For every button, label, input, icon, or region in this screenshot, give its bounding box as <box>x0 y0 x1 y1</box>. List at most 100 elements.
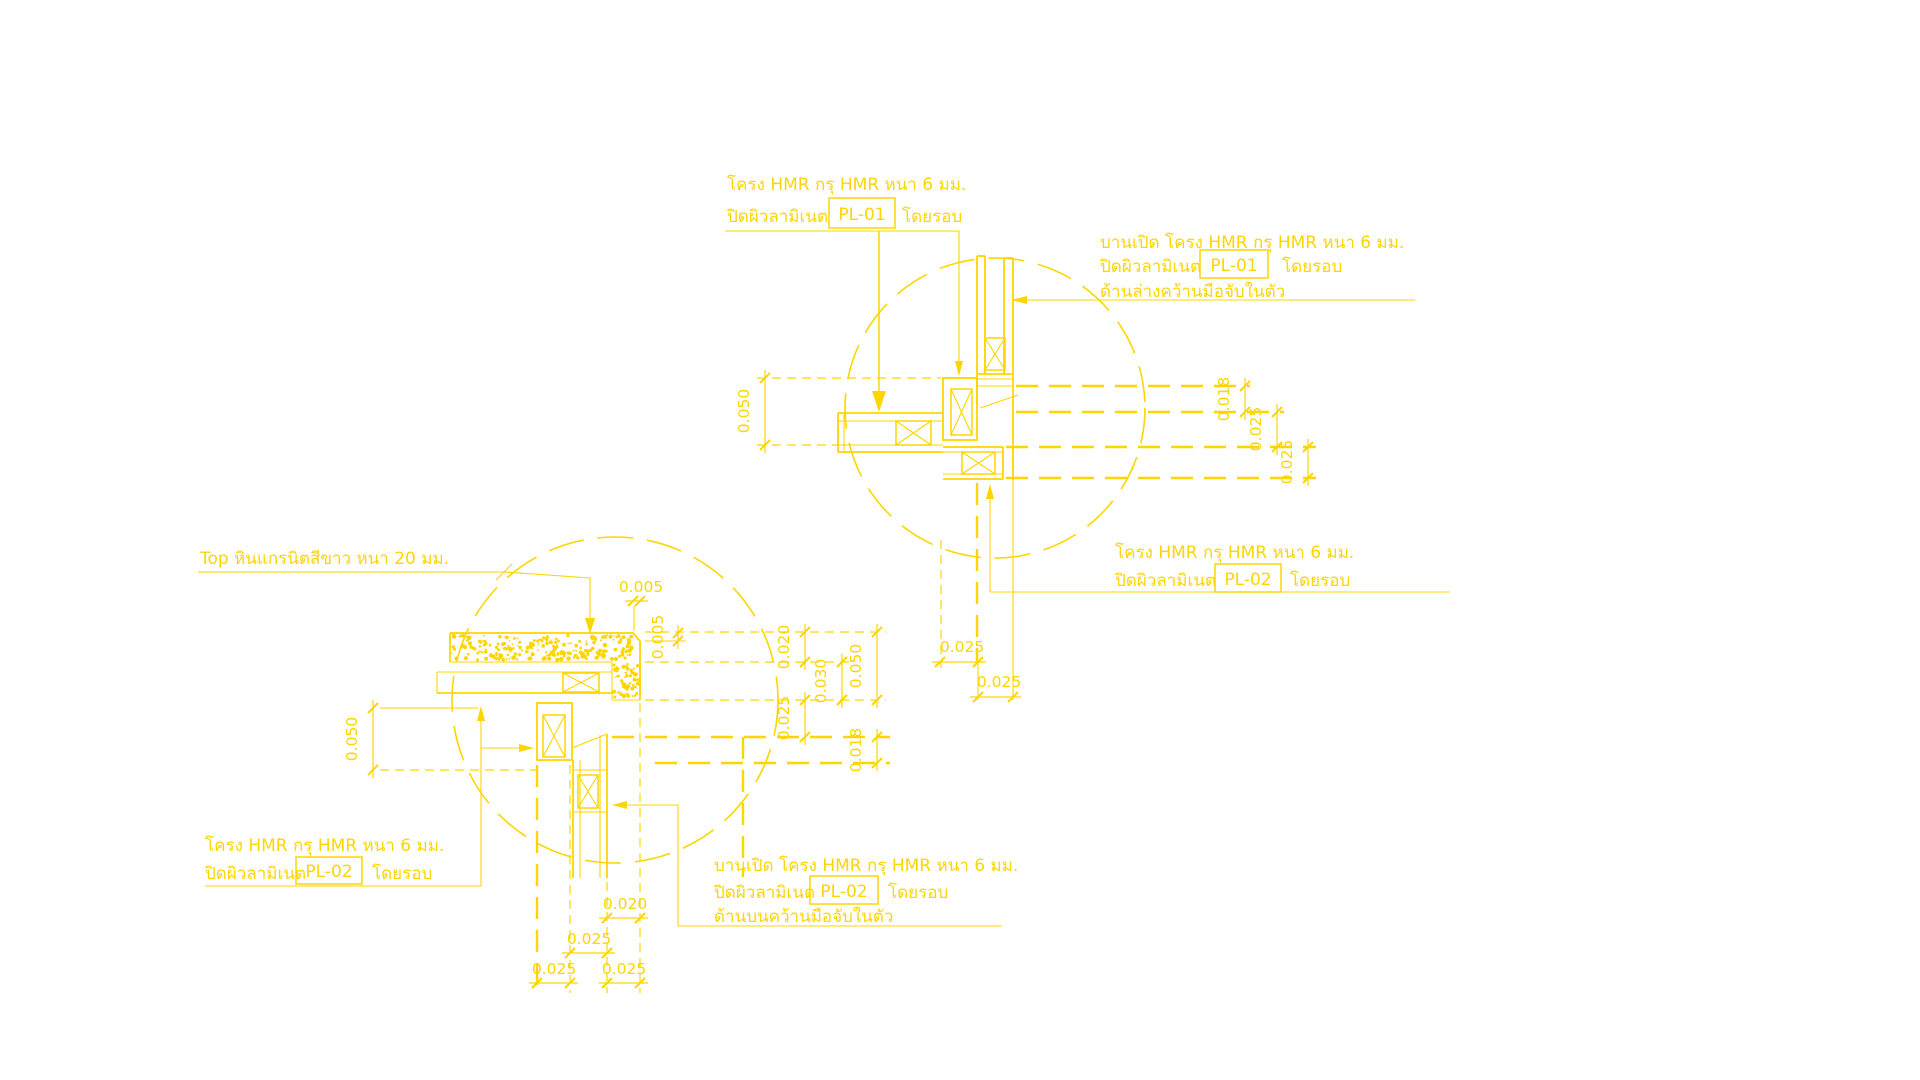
annotation-text: โดยรอบ <box>1290 570 1350 591</box>
annotation-text: บานเปิด โครง HMR กรุ HMR หนา 6 มม. <box>714 855 1018 876</box>
finish-tag: PL-01 <box>838 205 885 225</box>
x-blocking <box>542 714 566 758</box>
dimension-value: 0.005 <box>619 578 663 596</box>
dimension-tick <box>1007 691 1019 703</box>
leader-line <box>612 801 1002 927</box>
arrowhead-left <box>1011 296 1027 304</box>
leader-line <box>725 230 963 412</box>
x-blocking <box>984 337 1006 371</box>
dimension-value: 0.025 <box>977 673 1021 691</box>
x-blocking <box>950 388 973 436</box>
dimension-tick <box>871 626 883 638</box>
dimension-tick <box>759 439 771 451</box>
dimension-tick <box>601 977 613 989</box>
dimension-tick <box>799 626 811 638</box>
dimension-tick <box>799 694 811 706</box>
x-blocking <box>562 672 600 693</box>
finish-tag-box <box>828 197 896 229</box>
hidden-lines <box>380 606 890 993</box>
arrowhead-down <box>585 618 595 634</box>
detail-bottom <box>380 536 890 993</box>
dimension-tick <box>1271 441 1283 453</box>
dimension-value: 0.025 <box>567 930 611 948</box>
dimension-tick <box>871 694 883 706</box>
annotation-text: ปิดผิวลามิเนต <box>1114 571 1216 591</box>
dimension-tick <box>871 757 883 769</box>
annotation-text: Top หินแกรนิตสีขาว หนา 20 มม. <box>199 549 449 569</box>
annotation-granite-top: Top หินแกรนิตสีขาว หนา 20 มม. <box>198 549 595 634</box>
dimension-value: 0.030 <box>812 659 830 703</box>
detail-bubble-circle <box>451 536 779 864</box>
dimension-tick <box>564 947 576 959</box>
dimension-tick <box>934 656 946 668</box>
dimension-tick <box>367 764 379 776</box>
dimension-tick <box>1302 472 1314 484</box>
annotation-text: โครง HMR กรุ HMR หนา 6 มม. <box>205 835 444 856</box>
annotation-text: ปิดผิวลามิเนต <box>726 207 828 227</box>
dimension-value: 0.018 <box>1215 377 1233 421</box>
dimension-value: 0.025 <box>532 960 576 978</box>
x-blocking <box>577 774 599 809</box>
dimension-value: 0.025 <box>1278 440 1296 484</box>
hidden-lines <box>757 377 1316 700</box>
arrowhead-down <box>955 361 963 376</box>
dimension-tick <box>672 627 684 639</box>
dimension-tick <box>871 731 883 743</box>
dimension-value: 0.050 <box>735 389 753 433</box>
dimension-tick <box>672 635 684 647</box>
leader-line <box>205 706 534 887</box>
annotation-text: บานเปิด โครง HMR กรุ HMR หนา 6 มม. <box>1100 232 1404 253</box>
annotation-frame-top: โครง HMR กรุ HMR หนา 6 มม. ปิดผิวลามิเนต… <box>725 174 966 412</box>
blocking-section <box>536 702 573 761</box>
annotation-frame-bottom: โครง HMR กรุ HMR หนา 6 มม. ปิดผิวลามิเนต… <box>204 706 534 887</box>
door-panel-section <box>571 733 608 878</box>
dimension-tick <box>799 731 811 743</box>
arrowhead-down <box>872 391 886 412</box>
dimension-value: 0.025 <box>775 696 793 740</box>
dimension-value: 0.025 <box>602 960 646 978</box>
dimension-value: 0.005 <box>649 615 667 659</box>
dimension-tick <box>601 947 613 959</box>
leader-line <box>1011 296 1415 304</box>
annotation-text: โดยรอบ <box>1282 256 1342 277</box>
dimension-tick <box>799 656 811 668</box>
subtop-panel-section <box>436 671 612 694</box>
arrowhead-left <box>612 801 627 809</box>
x-blocking <box>961 451 996 475</box>
blocking-section <box>942 377 978 441</box>
finish-tag-box <box>1199 249 1269 279</box>
dimension-value: 0.018 <box>847 728 865 772</box>
arrowhead-right <box>519 744 534 752</box>
annotation-text: โดยรอบ <box>902 206 962 227</box>
finish-tag: PL-02 <box>820 882 867 902</box>
granite-top-section <box>449 632 641 701</box>
dimension-tick <box>836 656 848 668</box>
finish-tag-box <box>295 856 363 885</box>
arrowhead-up <box>986 484 994 499</box>
annotation-door-top: บานเปิด โครง HMR กรุ HMR หนา 6 มม. ปิดผิ… <box>1011 232 1415 304</box>
dimension-tick <box>1239 380 1251 392</box>
annotation-door-bottom: บานเปิด โครง HMR กรุ HMR หนา 6 มม. ปิดผิ… <box>612 801 1018 927</box>
annotation-text: ด้านล่างคว้านมือจับในตัว <box>1100 281 1285 302</box>
annotation-text: โครง HMR กรุ HMR หนา 6 มม. <box>727 174 966 195</box>
dimension-tick <box>634 912 646 924</box>
annotation-text: ปิดผิวลามิเนต <box>713 883 815 903</box>
annotation-text: ปิดผิวลามิเนต <box>1099 257 1201 277</box>
dimension-tick <box>1302 441 1314 453</box>
dimension-tick <box>564 977 576 989</box>
annotation-text: โดยรอบ <box>372 863 432 884</box>
arrowhead-up <box>477 706 485 721</box>
finger-pull-bevel <box>571 733 608 749</box>
finish-tag-box <box>809 875 879 905</box>
detail-bubble-circle <box>844 257 1146 559</box>
dimension-value: 0.025 <box>1247 407 1265 451</box>
dimension-tick <box>367 702 379 714</box>
finish-tag: PL-02 <box>305 862 352 882</box>
finish-tag: PL-01 <box>1210 256 1257 276</box>
dimension-tick <box>531 977 543 989</box>
dimension-value: 0.020 <box>603 895 647 913</box>
dimension-tick <box>759 372 771 384</box>
finger-pull-bevel <box>979 394 1019 409</box>
